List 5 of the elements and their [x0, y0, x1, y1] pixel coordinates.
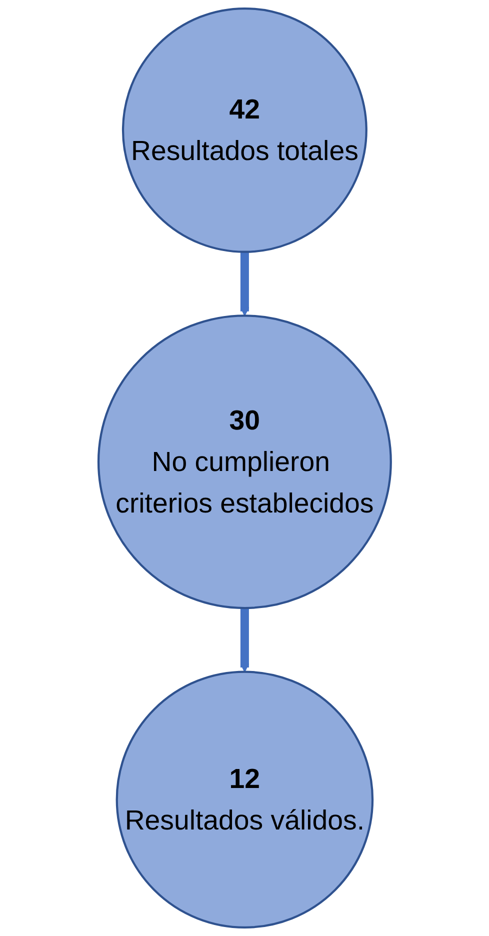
node-circle: 12 Resultados válidos.: [116, 670, 374, 929]
arrow: [240, 252, 250, 316]
node-circle: 42 Resultados totales: [122, 7, 368, 253]
node-circle: 30 No cumplieron criterios establecidos: [97, 314, 392, 610]
arrow: [240, 608, 250, 672]
